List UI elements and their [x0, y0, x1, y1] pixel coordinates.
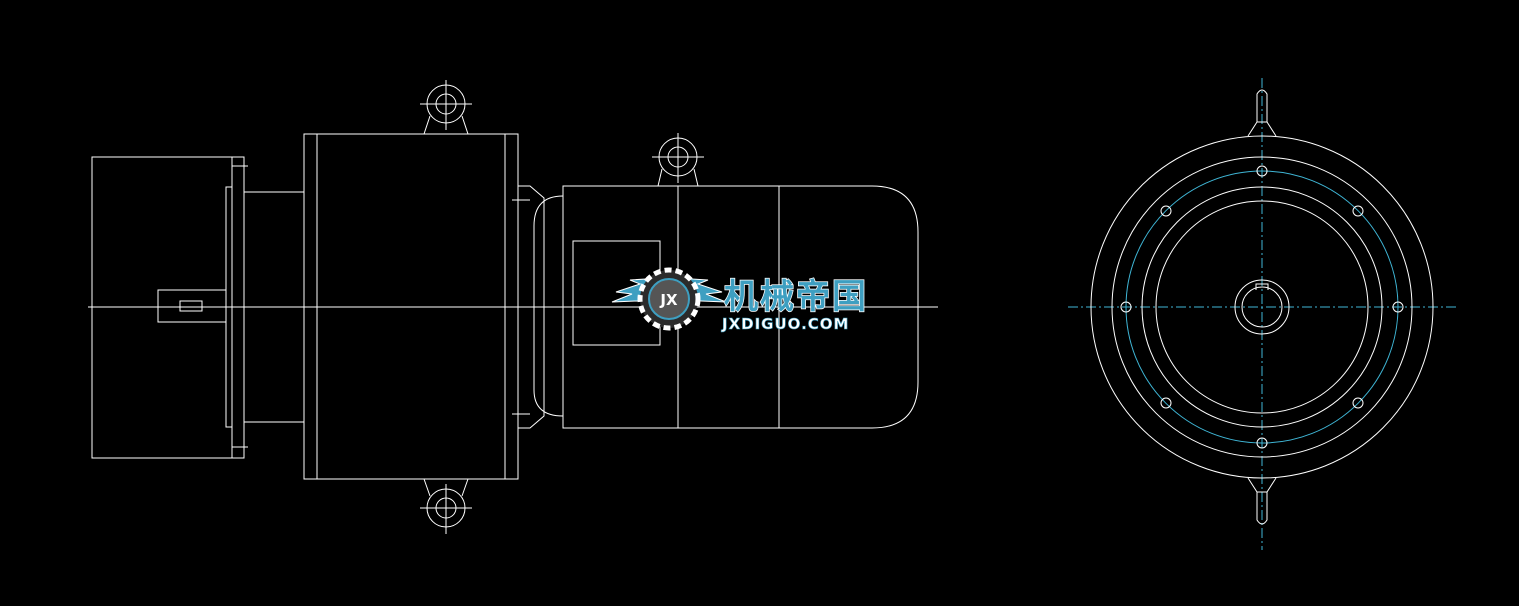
- bolt-circle: [1125, 170, 1399, 444]
- logo-badge-text: JX: [659, 291, 678, 309]
- gear-neck: [244, 191, 304, 423]
- logo-name-cn: 机械帝国: [724, 277, 868, 317]
- side-view: [88, 80, 938, 534]
- lifting-eye-top: [420, 80, 472, 135]
- lifting-eye-bottom: [420, 478, 472, 534]
- end-lug-top: [1247, 89, 1277, 137]
- logo-name-en: JXDIGUO.COM: [721, 315, 849, 333]
- left-end-cap: [91, 156, 248, 459]
- gearbox-housing: [303, 133, 519, 480]
- bolt-holes: [1120, 165, 1404, 449]
- end-view: [1068, 78, 1456, 550]
- coupling-flange: [512, 185, 564, 429]
- end-lug-bottom: [1247, 477, 1277, 525]
- watermark-logo: JX 机械帝国 JXDIGUO.COM: [611, 267, 868, 333]
- output-shaft: [157, 289, 227, 323]
- motor-lifting-eye: [652, 133, 704, 187]
